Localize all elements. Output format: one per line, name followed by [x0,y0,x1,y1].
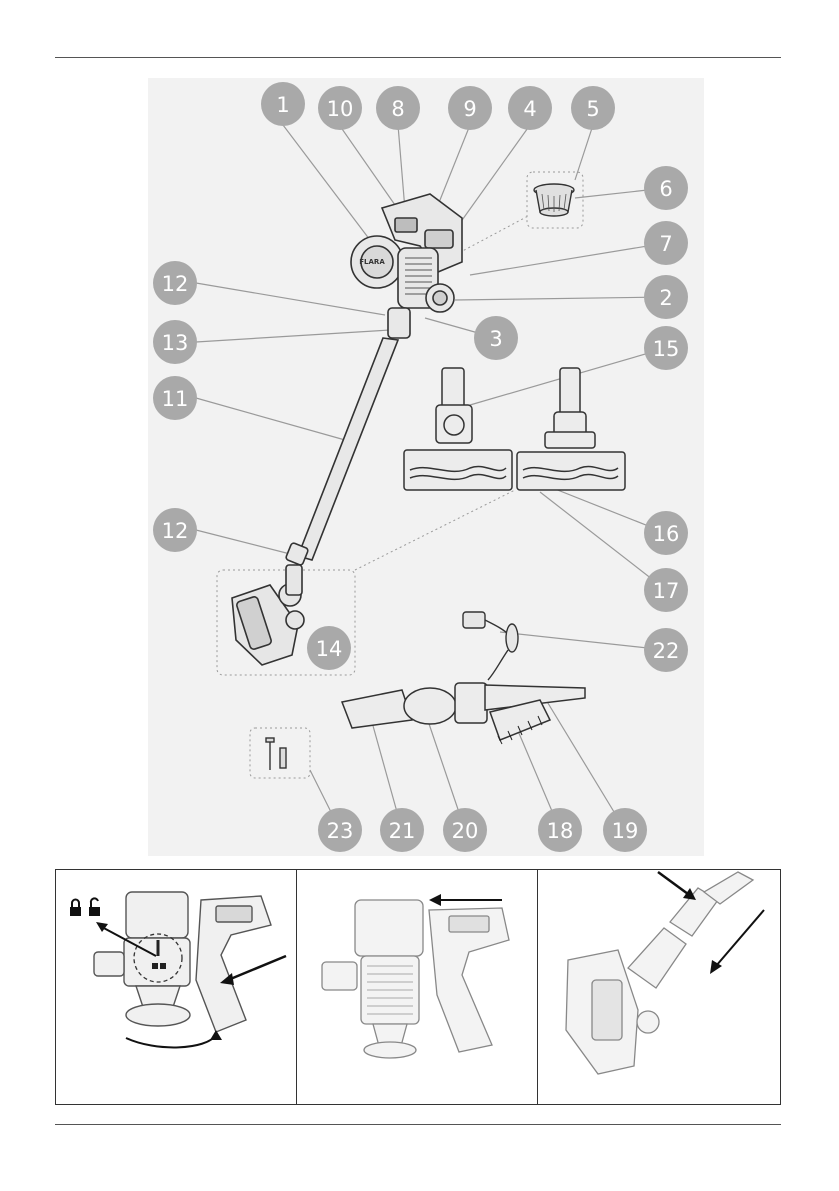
callout-c9: 9 [448,86,492,130]
callout-c1: 1 [261,82,305,126]
callout-c18: 18 [538,808,582,852]
unlock-icon [89,898,100,916]
callout-number: 9 [463,97,476,121]
callout-number: 8 [391,97,404,121]
callout-number: 17 [653,579,680,603]
step-2-illustration [297,870,539,1106]
callout-c5: 5 [571,86,615,130]
callout-c19: 19 [603,808,647,852]
step-3-illustration [538,870,782,1106]
callout-number: 10 [327,97,354,121]
callout-number: 5 [586,97,599,121]
callout-number: 11 [162,387,189,411]
callout-c8: 8 [376,86,420,130]
callout-c2: 2 [644,275,688,319]
callout-number: 15 [653,337,680,361]
callout-number: 19 [612,819,639,843]
callout-number: 7 [659,232,672,256]
callout-c12a: 12 [153,261,197,305]
callout-number: 12 [162,272,189,296]
lock-icon [70,900,81,917]
step-panel-2 [296,869,538,1105]
unlock-icon [160,963,166,969]
callout-number: 4 [523,97,536,121]
exploded-diagram: FLARA [0,0,839,869]
callout-c3: 3 [474,316,518,360]
callout-c11: 11 [153,376,197,420]
callout-c12b: 12 [153,508,197,552]
bottom-rule [55,1124,781,1125]
callout-c20: 20 [443,808,487,852]
callout-number: 21 [389,819,416,843]
callout-c4: 4 [508,86,552,130]
step-panel-1 [55,869,297,1105]
callout-number: 20 [452,819,479,843]
lock-icon [152,963,158,969]
callout-number: 22 [653,639,680,663]
callout-number: 18 [547,819,574,843]
callout-c17: 17 [644,568,688,612]
step-1-illustration [56,870,298,1106]
brand-label: FLARA [359,258,385,266]
callout-number: 23 [327,819,354,843]
callout-number: 2 [659,286,672,310]
callout-c15: 15 [644,326,688,370]
callout-c10: 10 [318,86,362,130]
callout-number: 14 [316,637,343,661]
callout-c7: 7 [644,221,688,265]
callout-c6: 6 [644,166,688,210]
step-panel-3 [537,869,781,1105]
callout-number: 6 [659,177,672,201]
callout-c16: 16 [644,511,688,555]
callout-c14: 14 [307,626,351,670]
callout-number: 1 [276,93,289,117]
callout-c23: 23 [318,808,362,852]
callout-number: 3 [489,327,502,351]
hepa-filter [534,184,574,216]
callout-c22: 22 [644,628,688,672]
callout-number: 16 [653,522,680,546]
callout-c21: 21 [380,808,424,852]
callout-number: 13 [162,331,189,355]
callout-c13: 13 [153,320,197,364]
callout-number: 12 [162,519,189,543]
